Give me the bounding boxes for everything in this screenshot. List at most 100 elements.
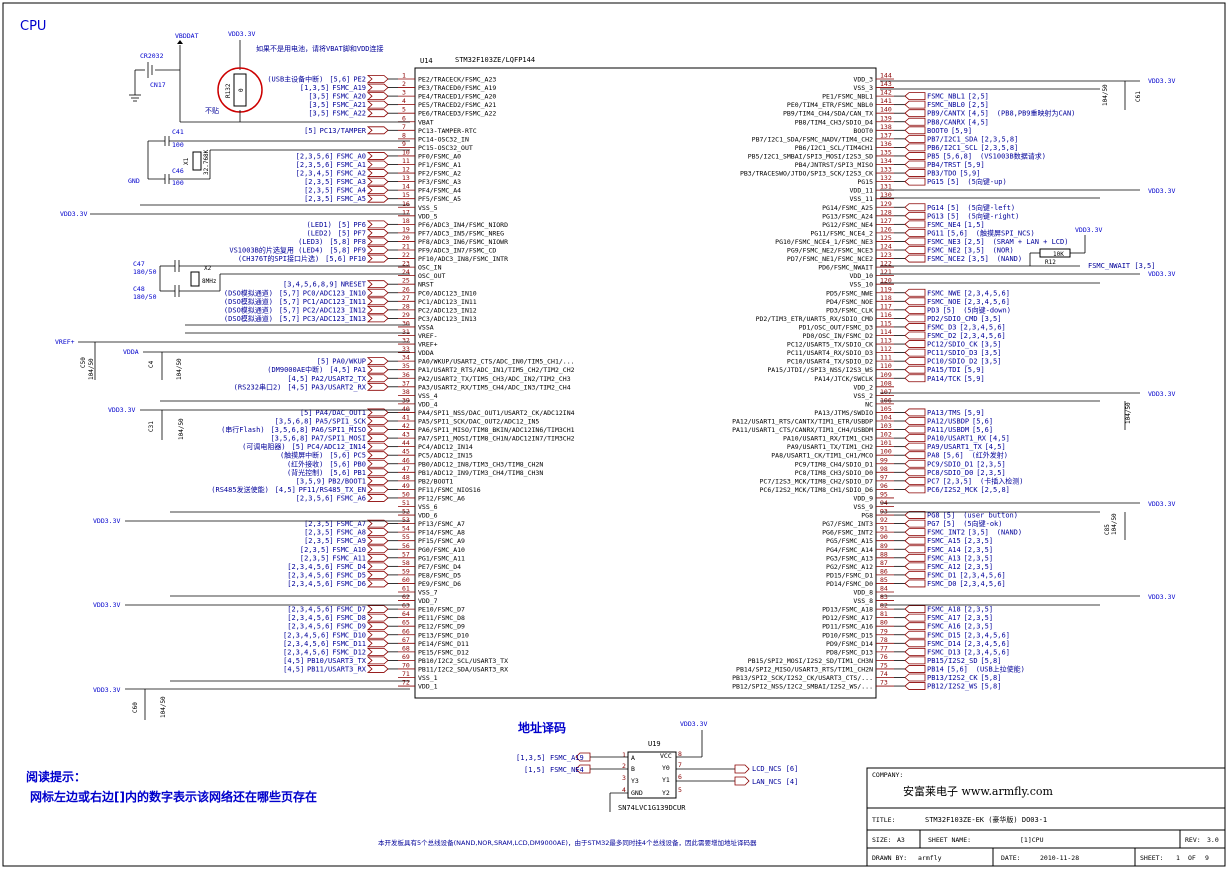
pin-name: PA11/USART1_CTS/CANRX/TIM1_CH4/USBDM	[732, 426, 873, 434]
net-ref: [5]	[292, 443, 305, 451]
pin-name: PA13/JTMS/SWDIO	[814, 409, 873, 417]
pin-name: PF7/ADC3_IN5/FSMC_NREG	[418, 229, 504, 237]
u19-pin-y1: Y1	[662, 776, 670, 784]
pin-number: 126	[880, 225, 892, 233]
pin-name: VDD_4	[418, 400, 438, 408]
net-label: PB2/BOOT1	[328, 477, 366, 485]
pin-name: PF3/FSMC_A3	[418, 178, 461, 186]
net-ref: [5,9]	[964, 409, 985, 417]
pin-number: 56	[402, 542, 410, 550]
pin-name: PC8/TIM8_CH3/SDIO_D0	[795, 469, 873, 477]
net-ref: [1,3,5]	[300, 84, 330, 92]
vdd33-right-3: VDD3.3V	[1148, 270, 1175, 278]
pin-number: 79	[880, 627, 888, 635]
vdd33-right-1: VDD3.3V	[1148, 77, 1175, 85]
vdda-label: VDDA	[123, 348, 139, 356]
pin-number: 55	[402, 533, 410, 541]
net-ref: [5]	[943, 520, 956, 528]
u19-pin-y3: Y3	[631, 777, 639, 785]
c50-ref: C50	[80, 357, 87, 368]
net-label: FSMC_D15	[927, 631, 961, 639]
pin-name: OSC_IN	[418, 264, 442, 272]
tb-company-label: COMPANY:	[872, 771, 903, 779]
tb-title: STM32F103ZE-EK (豪华版) DO03-1	[925, 815, 1047, 824]
pin-name: PA4/SPI1_NSS/DAC_OUT1/USART2_CK/ADC12IN4	[418, 409, 575, 417]
pin-name: PE9/FSMC_D6	[418, 580, 461, 588]
net-label: PA14/TCK	[927, 375, 962, 383]
pin-number: 109	[880, 371, 892, 379]
net-label: PA5/SPI1_SCK	[315, 418, 366, 426]
pin-name: PA6/SPI1_MISO/TIM8_BKIN/ADC12IN6/TIM3CH1	[418, 426, 575, 434]
pin-name: PD13/FSMC_A18	[822, 606, 873, 614]
pin-name: VSS_4	[418, 392, 438, 400]
net-ref: [4,5]	[985, 443, 1006, 451]
decoder-in-b: FSMC_NE4	[550, 766, 584, 774]
pin-name: VSS_2	[853, 392, 873, 400]
c31-ref: C31	[148, 421, 155, 432]
net-note: (user button)	[963, 512, 1018, 520]
pin-number: 133	[880, 166, 892, 174]
net-note: (VS1003B数据请求)	[980, 151, 1046, 160]
pin-number: 15	[402, 191, 410, 199]
net-label: FSMC_A13	[927, 554, 961, 562]
net-label: FSMC_A17	[927, 614, 961, 622]
net-label: PA7/SPI1_MOSI	[311, 435, 366, 443]
pin-name: PE3/TRACED0/FSMC_A19	[418, 84, 496, 92]
pin-number: 60	[402, 576, 410, 584]
net-ref: [3,5]	[980, 358, 1001, 366]
net-label: FSMC_A18	[927, 606, 961, 614]
right-pin: 73PB12/SPI2_NSS/I2C2_SMBAI/I2S2_WS/...PB…	[732, 679, 1001, 691]
r132-val: 0	[238, 88, 245, 92]
tb-sheet: 1	[1176, 854, 1180, 862]
pin-name: VSS_8	[853, 597, 873, 605]
net-label: PD2/SDIO_CMD	[927, 315, 978, 323]
net-label: FSMC_A7	[336, 520, 366, 528]
net-label: PB0	[353, 460, 366, 468]
net-ref: [3,5]	[308, 101, 329, 109]
pin-name: PA10/USART1_RX/TIM1_CH3	[783, 435, 873, 443]
pin-name: VDD_7	[418, 597, 438, 605]
net-ref: [2,3,5,6]	[296, 494, 334, 502]
pin-name: PA8/USART1_CK/TIM1_CH1/MCO	[771, 452, 873, 460]
net-label: FSMC_NE4	[927, 221, 961, 229]
tb-sheet-name-label: SHEET NAME:	[928, 836, 971, 844]
pin-number: 108	[880, 379, 892, 387]
pin-name: PD15/FSMC_D1	[826, 571, 873, 579]
pin-name: PC9/TIM8_CH4/SDIO_D1	[795, 460, 873, 468]
net-label: PG14	[927, 204, 944, 212]
net-ref: [2,3,5]	[304, 537, 334, 545]
net-ref: [2,3,4,5,6]	[964, 631, 1010, 639]
pin-number: 96	[880, 482, 888, 490]
net-label: PC3/ADC123_IN13	[303, 315, 366, 323]
pin-number: 82	[880, 602, 888, 610]
pin-number: 7	[402, 123, 406, 131]
pin-name: VDD_1	[418, 683, 438, 691]
net-label: FSMC_D8	[336, 614, 366, 622]
u14-chip-body	[414, 67, 877, 699]
pin-name: PC14-OSC32_IN	[418, 135, 469, 143]
u19-pin-a: A	[631, 754, 635, 762]
net-label: PD3	[927, 306, 940, 314]
net-label: PB13/I2S2_CK	[927, 674, 978, 682]
net-note: (SRAM + LAN + LCD)	[993, 238, 1069, 246]
c60-ref: C60	[132, 702, 139, 713]
net-ref: [2,3,4,5,6]	[287, 623, 333, 631]
net-ref: [2,3,5]	[304, 187, 334, 195]
net-note: (串行Flash)	[221, 425, 265, 434]
pin-number: 95	[880, 490, 888, 498]
net-ref: [2,3,4,5,6]	[283, 648, 329, 656]
pin-name: PB8/TIM4_CH3/SDIO_D4	[795, 118, 873, 126]
